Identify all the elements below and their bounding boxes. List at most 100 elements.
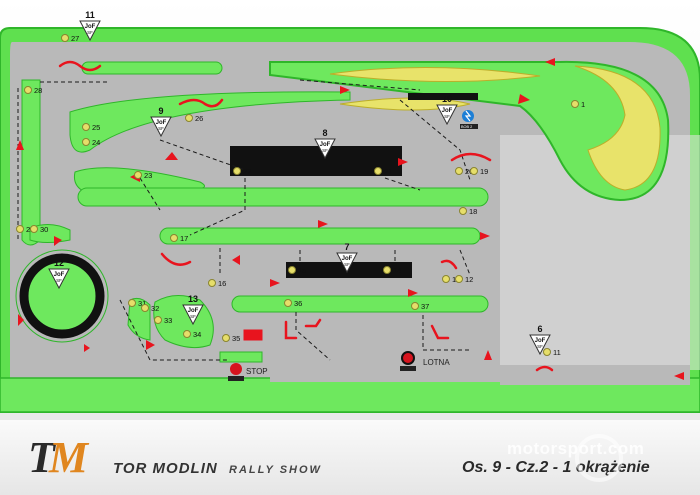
marker-dot <box>470 167 478 175</box>
marker-28: 28 <box>24 86 42 95</box>
joker-text: JoF <box>442 108 453 114</box>
marker-label: 20 <box>465 167 473 176</box>
marker-label: 27 <box>71 34 79 43</box>
marker-label: 17 <box>180 234 188 243</box>
bob-label: BOB 2 <box>461 125 472 129</box>
joker-triangle <box>529 334 551 356</box>
watermark: motorsport.com <box>507 439 645 458</box>
joker-triangle <box>336 252 358 274</box>
marker-dot <box>128 299 136 307</box>
marker-dot <box>141 304 149 312</box>
asphalt-bottom-road <box>270 368 500 382</box>
marker-22: 22 <box>233 167 251 176</box>
joker-sub: SF <box>87 30 93 35</box>
marker-dot <box>455 167 463 175</box>
marker-label: 11 <box>553 348 561 357</box>
marker-dot <box>134 171 142 179</box>
grass-island-k <box>219 351 263 363</box>
marker-dot <box>411 302 419 310</box>
marker-27: 27 <box>61 34 79 43</box>
joker-number: 10 <box>442 94 452 104</box>
block-8 <box>230 146 402 176</box>
hairpin-grass <box>269 60 670 202</box>
joker-sub: SF <box>344 262 350 267</box>
grass-island-b <box>69 91 351 153</box>
marker-label: 33 <box>164 316 172 325</box>
marker-dot <box>222 334 230 342</box>
marker-16: 16 <box>208 279 226 288</box>
marker-dot <box>383 266 391 274</box>
pit-area <box>500 135 700 370</box>
lotna-icon <box>401 351 415 365</box>
marker-37: 37 <box>411 302 429 311</box>
grass-island-d <box>77 187 489 207</box>
marker-24: 24 <box>82 138 100 147</box>
marker-dot <box>288 266 296 274</box>
joker-text: JoF <box>342 256 353 262</box>
brand-subtitle: RALLY SHOW <box>229 464 322 476</box>
joker-sub: SF <box>537 344 543 349</box>
joker-triangle <box>436 104 458 126</box>
marker-dot <box>455 275 463 283</box>
marker-15: 15 <box>288 266 306 275</box>
marker-dot <box>61 34 69 42</box>
joker-sub: SF <box>444 114 450 119</box>
marker-label: 21 <box>384 167 392 176</box>
donut-ring <box>19 253 105 339</box>
joker-text: JoF <box>188 308 199 314</box>
marker-dot <box>24 86 32 94</box>
marker-36: 36 <box>284 299 302 308</box>
marker-dot <box>170 234 178 242</box>
marker-dot <box>442 275 450 283</box>
marker-25: 25 <box>82 123 100 132</box>
brand-name: TOR MODLIN <box>113 460 218 477</box>
marker-dot <box>183 330 191 338</box>
marker-dot <box>374 167 382 175</box>
tm-logo: TM <box>28 433 88 482</box>
marker-20: 20 <box>455 167 473 176</box>
marker-label: 23 <box>144 171 152 180</box>
joker-sub: SF <box>158 126 164 131</box>
marker-label: 26 <box>195 114 203 123</box>
marker-31: 31 <box>128 299 146 308</box>
joker-triangle <box>48 268 70 290</box>
marker-label: 32 <box>151 304 159 313</box>
joker-triangle <box>314 138 336 160</box>
marker-label: 22 <box>243 167 251 176</box>
marker-dot <box>82 138 90 146</box>
marker-label: 37 <box>421 302 429 311</box>
marker-dot <box>459 207 467 215</box>
marker-dot <box>16 225 24 233</box>
joker-number: 8 <box>322 128 327 138</box>
joker-sub: SF <box>190 314 196 319</box>
marker-30: 30 <box>30 225 48 234</box>
marker-35: 35 <box>222 334 240 343</box>
marker-label: 14 <box>393 266 401 275</box>
marker-label: 34 <box>193 330 201 339</box>
marker-17: 17 <box>170 234 188 243</box>
joker-text: JoF <box>54 272 65 278</box>
marker-label: 25 <box>92 123 100 132</box>
joker-text: JoF <box>85 24 96 30</box>
marker-dot <box>284 299 292 307</box>
marker-dot <box>543 348 551 356</box>
grass-island-a <box>81 61 223 75</box>
marker-dot <box>571 100 579 108</box>
marker-23: 23 <box>134 171 152 180</box>
marker-label: 35 <box>232 334 240 343</box>
marker-26: 26 <box>185 114 203 123</box>
joker-number: 7 <box>344 242 349 252</box>
marker-1: 1 <box>571 100 585 109</box>
asphalt-bottom-right <box>500 365 690 385</box>
marker-32: 32 <box>141 304 159 313</box>
grass-island-g <box>21 79 41 246</box>
joker-number: 11 <box>85 10 95 20</box>
marker-dot <box>154 316 162 324</box>
track-map: 1242526272823222120191817161514131229303… <box>0 0 700 420</box>
marker-dot <box>30 225 38 233</box>
